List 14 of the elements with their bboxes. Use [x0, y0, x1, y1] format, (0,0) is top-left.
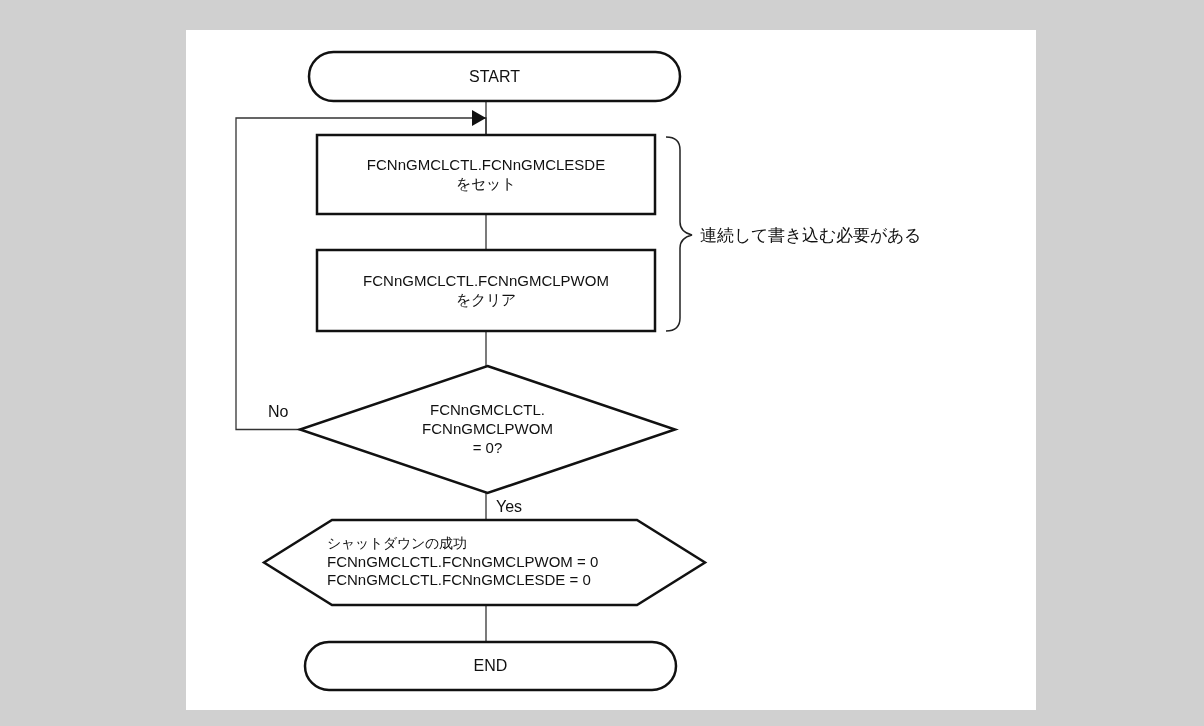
process-box: [317, 135, 655, 214]
node-text: FCNnGMCLCTL.FCNnGMCLESDE をセット: [365, 155, 607, 194]
connector-line: [485, 492, 487, 521]
hexagon-text: シャットダウンの成功: [327, 535, 467, 553]
node-text: START: [469, 66, 520, 87]
terminal-shape: [309, 52, 680, 101]
hexagon-text: FCNnGMCLCTL.FCNnGMCLESDE = 0: [327, 571, 591, 590]
arrow: [235, 110, 487, 431]
node-text: FCNnGMCLCTL.FCNnGMCLPWOM をクリア: [363, 271, 609, 310]
terminal-shape: [305, 642, 676, 690]
preparation-hexagon: [264, 520, 705, 605]
node-text: END: [473, 656, 508, 676]
hexagon-text: FCNnGMCLCTL.FCNnGMCLPWOM = 0: [327, 552, 599, 572]
process-box: [317, 250, 655, 331]
